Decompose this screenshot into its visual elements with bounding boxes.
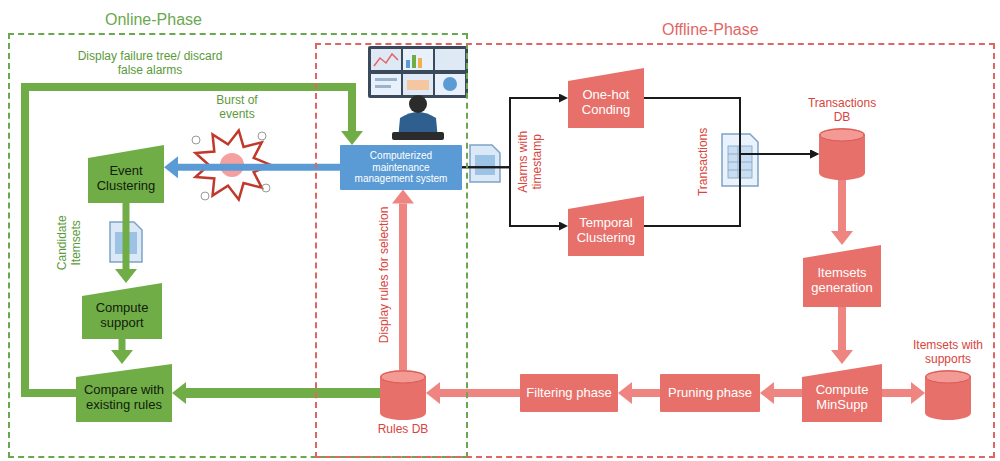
flow-arrow: [632, 389, 660, 397]
flow-arrow: [462, 167, 559, 226]
screen-block: [407, 80, 429, 90]
shape-fill: [803, 245, 881, 307]
smoke-puff: [258, 132, 266, 140]
box-label: Compare with existing rules: [81, 383, 167, 413]
shape-fill: [802, 364, 882, 422]
process-box: Temporal Clustering: [568, 196, 644, 256]
flow-arrow: [838, 180, 846, 231]
annotation-label: Candidate Itemsets: [56, 203, 84, 283]
flow-arrow: [838, 307, 846, 350]
flow-arrow: [123, 203, 130, 269]
process-box: Event Clustering: [88, 145, 164, 203]
screen-line: [375, 78, 397, 81]
chart-line: [374, 54, 398, 66]
smoke-puff: [262, 184, 270, 192]
screen: [371, 74, 401, 95]
phase-region: Offline-PhaseComputerized maintenance ma…: [315, 43, 995, 458]
box-label: Compute support: [87, 301, 157, 331]
process-box: One-hot Conding: [568, 68, 644, 128]
shape-fill: [568, 68, 644, 128]
chart-bar: [412, 55, 416, 68]
monitor-wall: [368, 46, 468, 98]
screen-line: [375, 85, 391, 88]
smoke-puff: [192, 136, 200, 144]
screen: [371, 49, 401, 70]
edge-label: Display failure tree/ discard false alar…: [75, 50, 225, 78]
flow-arrow: [882, 389, 911, 397]
screen: [403, 49, 433, 70]
shape-fill: [82, 283, 162, 339]
cylinder-body: [380, 370, 426, 420]
process-box: Compare with existing rules: [76, 364, 172, 422]
operator-head: [409, 95, 427, 113]
box-label: Itemsets generation: [808, 266, 876, 296]
database-label: Itemsets with supports: [910, 339, 986, 367]
annotation-label: Alarms with timestamp: [517, 112, 545, 212]
flow-arrow: [186, 388, 380, 398]
flow-arrow: [644, 154, 810, 226]
database-label: Rules DB: [363, 423, 443, 437]
chair: [392, 132, 444, 140]
annotation-label: Transactions: [697, 122, 711, 202]
flow-arrow: [462, 98, 559, 167]
system-box: Computerized maintenance management syst…: [340, 145, 462, 190]
cylinder-top: [381, 371, 425, 383]
flow-arrow: [774, 389, 802, 397]
box-label: One-hot Conding: [573, 88, 639, 118]
process-box: Itemsets generation: [803, 245, 881, 307]
smoke-puff: [201, 192, 209, 200]
cylinder-top: [820, 129, 864, 141]
database-cylinder: Itemsets with supports: [925, 370, 971, 420]
cylinder-body: [819, 128, 865, 180]
flow-arrow: [644, 98, 810, 154]
database-cylinder: Transactions DB: [819, 128, 865, 180]
process-box: Compute MinSupp: [802, 364, 882, 422]
process-box: Compute support: [82, 283, 162, 339]
shape-fill: [568, 196, 644, 256]
database-cylinder: Rules DB: [380, 370, 426, 420]
cylinder-top: [926, 371, 970, 383]
operator-illustration: [368, 46, 468, 140]
flow-arrow: [119, 339, 126, 350]
flow-arrow: [25, 87, 352, 393]
database-label: Transactions DB: [802, 97, 882, 125]
screen: [403, 74, 433, 95]
shape-fill: [76, 364, 172, 422]
phase-heading: Offline-Phase: [662, 21, 759, 39]
annotation-label: Burst of events: [205, 94, 269, 122]
edge-label: Display rules for selection: [378, 190, 392, 360]
box-label: Filtering phase: [525, 386, 613, 401]
flow-arrow: [440, 389, 520, 397]
process-box: Filtering phase: [520, 374, 618, 412]
chart-bar: [418, 58, 422, 68]
box-label: Event Clustering: [93, 164, 159, 194]
process-box: Pruning phase: [660, 374, 760, 412]
phase-heading: Online-Phase: [105, 11, 202, 29]
box-label: Temporal Clustering: [573, 216, 639, 246]
document-icon: [470, 145, 500, 182]
screen: [435, 74, 465, 95]
screen: [435, 49, 465, 70]
cylinder-body: [925, 370, 971, 420]
box-label: Compute MinSupp: [807, 383, 877, 413]
flow-arrow: [399, 204, 407, 371]
cylinder-outline: [380, 370, 426, 420]
box-label: Pruning phase: [665, 386, 755, 401]
cylinder-outline: [925, 370, 971, 420]
chart-bar: [406, 60, 410, 68]
cylinder-outline: [819, 128, 865, 180]
box-label: Computerized maintenance management syst…: [345, 150, 457, 185]
pie-chart: [443, 77, 457, 91]
shape-fill: [88, 145, 164, 203]
